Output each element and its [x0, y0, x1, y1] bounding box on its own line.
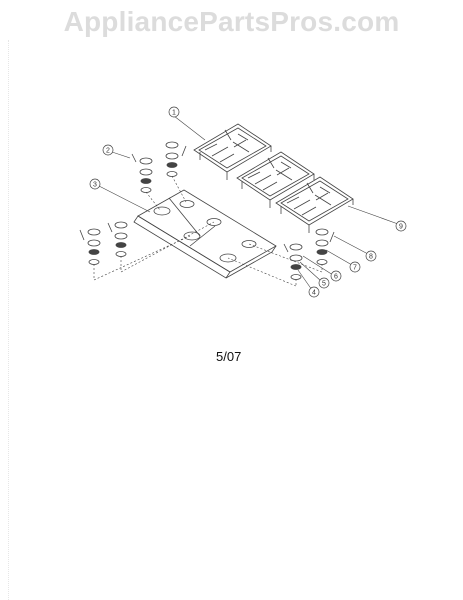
burner-stack-f [315, 228, 335, 265]
callout-6: 6 [330, 270, 342, 282]
svg-text:2: 2 [106, 148, 110, 155]
svg-text:3: 3 [93, 182, 97, 189]
assembly-guides [93, 175, 323, 287]
callout-1: 1 [168, 106, 180, 118]
grate-right [275, 176, 354, 233]
svg-text:5: 5 [322, 281, 326, 288]
burner-stack-a [131, 153, 153, 193]
cooktop-surface [133, 189, 277, 279]
svg-text:9: 9 [399, 224, 403, 231]
revision-date-label: 5/07 [216, 349, 242, 364]
leader-lines [98, 115, 399, 291]
burner-stack-b [165, 141, 187, 177]
callout-5: 5 [318, 277, 330, 289]
burner-stack-d [107, 221, 128, 257]
callout-7: 7 [349, 261, 361, 273]
callout-3: 3 [89, 178, 101, 190]
burner-stack-e [283, 243, 303, 280]
grate-center [236, 151, 315, 208]
grate-left [193, 123, 272, 180]
callout-2: 2 [102, 144, 114, 156]
svg-text:4: 4 [312, 290, 316, 297]
watermark-logo: AppliancePartsPros.com [63, 6, 400, 37]
callout-4: 4 [308, 286, 320, 298]
callout-8: 8 [365, 250, 377, 262]
svg-text:1: 1 [172, 110, 176, 117]
callout-9: 9 [395, 220, 407, 232]
page-edge-divider [8, 40, 9, 600]
svg-text:7: 7 [353, 265, 357, 272]
svg-text:6: 6 [334, 274, 338, 281]
svg-text:8: 8 [369, 254, 373, 261]
burner-stack-c [79, 228, 101, 265]
